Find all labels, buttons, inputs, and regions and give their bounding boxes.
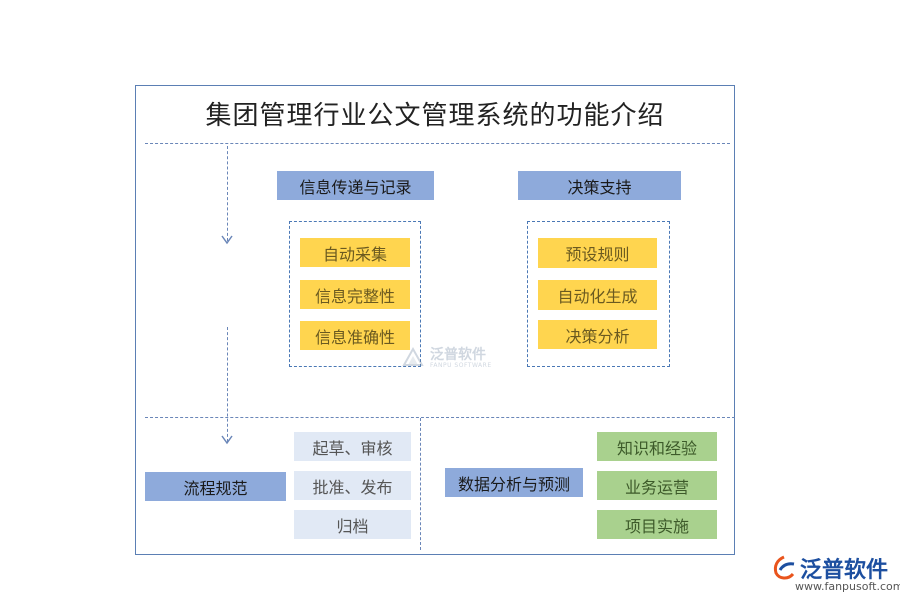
info-item-integrity: 信息完整性	[300, 280, 410, 309]
process-item-archive: 归档	[294, 510, 411, 539]
top-divider	[145, 143, 730, 144]
diagram-frame	[135, 85, 735, 555]
decision-support-header: 决策支持	[518, 171, 681, 200]
brand-logo: 泛普软件	[770, 552, 888, 584]
diagram-title: 集团管理行业公文管理系统的功能介绍	[205, 101, 665, 131]
decision-item-preset-rules: 预设规则	[538, 238, 657, 268]
brand-logo-icon	[773, 555, 795, 580]
process-norm-header: 流程规范	[145, 472, 286, 501]
data-analysis-header: 数据分析与预测	[445, 468, 583, 497]
info-item-accuracy: 信息准确性	[300, 321, 410, 350]
brand-name: 泛普软件	[800, 558, 889, 583]
flow-line-lower	[227, 327, 228, 442]
middle-divider	[145, 417, 735, 418]
data-item-operations: 业务运营	[597, 471, 717, 500]
info-items-box	[289, 221, 421, 367]
process-item-approve-publish: 批准、发布	[294, 471, 411, 500]
process-item-draft-review: 起草、审核	[294, 432, 411, 461]
watermark-text: 泛普软件	[430, 346, 486, 363]
flow-arrow-lower-icon	[221, 435, 233, 445]
flow-line-upper	[227, 146, 228, 241]
watermark: 泛普软件 FANPU SOFTWARE	[400, 345, 492, 371]
info-transfer-header: 信息传递与记录	[277, 171, 434, 200]
decision-item-auto-generate: 自动化生成	[538, 280, 657, 310]
brand-url: www.fanpusoft.com	[795, 580, 900, 593]
flow-arrow-upper-icon	[221, 235, 233, 245]
decision-item-analysis: 决策分析	[538, 320, 657, 349]
watermark-logo-icon	[402, 346, 424, 366]
data-item-projects: 项目实施	[597, 510, 717, 539]
info-item-auto-collect: 自动采集	[300, 238, 410, 267]
bottom-vertical-divider	[420, 418, 421, 550]
data-item-knowledge: 知识和经验	[597, 432, 717, 461]
decision-items-box	[527, 221, 670, 367]
watermark-subtext: FANPU SOFTWARE	[430, 361, 492, 369]
